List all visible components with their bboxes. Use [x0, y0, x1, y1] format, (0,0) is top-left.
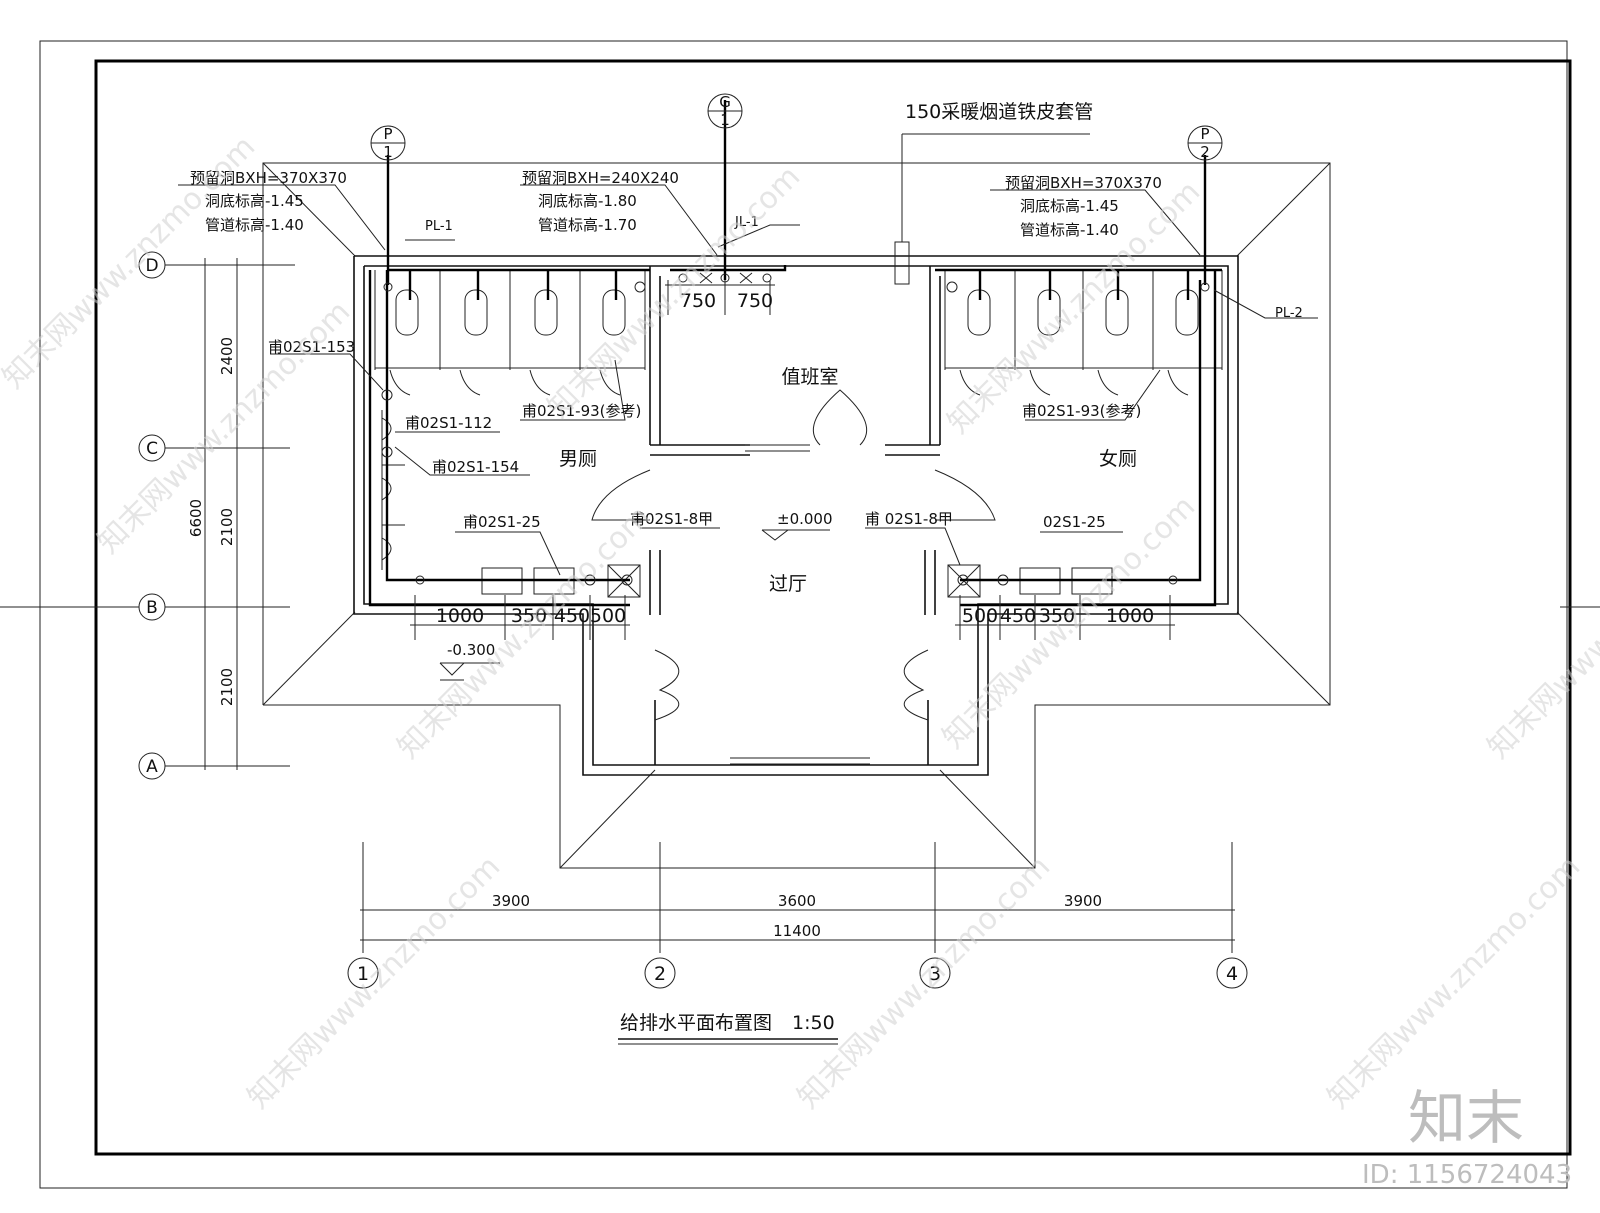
vertical-dimensions: 6600 2400 2100 2100	[187, 258, 295, 770]
ref-93-right: 甫02S1-93(参考)	[1022, 402, 1141, 420]
axis-row-b: B	[146, 598, 158, 618]
room-mens: 男厕	[559, 448, 597, 470]
axis-col-3: 3	[929, 963, 941, 985]
p2-number: 2	[1200, 143, 1210, 161]
pipe-tag-g1: G 1	[707, 93, 743, 129]
level-toilet: -0.300	[447, 641, 495, 659]
column-axes: 1 2 3 4	[347, 957, 1248, 989]
dims-right-row: 500 450 350 1000	[955, 595, 1175, 640]
opening-left-bottom: 洞底标高-1.45	[205, 192, 304, 210]
jl1-label: JL-1	[734, 215, 759, 230]
pl2-label: PL-2	[1275, 306, 1303, 321]
drawing-frame	[94, 59, 1572, 1156]
chimney-note: 150采暖烟道铁皮套管	[905, 101, 1093, 123]
mens-stalls	[374, 270, 646, 396]
watermark-7: 知末网www.znzmo.com	[241, 849, 507, 1115]
watermark-10: 知末网www.znzmo.com	[1481, 499, 1600, 765]
room-hall: 过厅	[769, 573, 807, 595]
watermark-9: 知末网www.znzmo.com	[1321, 849, 1587, 1115]
id-watermark: ID: 1156724043	[1362, 1160, 1572, 1190]
valves	[381, 272, 1210, 586]
dim-left-3: 450	[554, 605, 590, 627]
g1-number: 1	[720, 111, 730, 129]
dim-jl-right: 750	[737, 290, 773, 312]
ref-153: 甫02S1-153	[268, 338, 355, 356]
p1-letter: P	[383, 125, 392, 143]
pipe-network	[368, 100, 1222, 607]
ref-112: 甫02S1-112	[405, 414, 492, 432]
axis-row-a: A	[146, 757, 158, 777]
opening-left-pipe: 管道标高-1.40	[205, 216, 304, 234]
watermark-layer: 知末网www.znzmo.com 知末网www.znzmo.com 知末网www…	[0, 129, 1600, 1115]
dim-v-total: 6600	[187, 499, 205, 537]
door-swing-womens	[934, 469, 996, 521]
room-duty: 值班室	[781, 366, 838, 388]
dim-left-1: 1000	[436, 605, 484, 627]
roof-hip-lines	[262, 162, 356, 257]
drawing-title: 给排水平面布置图	[620, 1012, 772, 1034]
dim-v-3: 2100	[218, 668, 236, 706]
dim-h-2: 3600	[778, 892, 816, 910]
dim-right-2: 450	[1000, 605, 1036, 627]
ref-8-left: 甫02S1-8甲	[630, 510, 713, 528]
g1-letter: G	[719, 93, 731, 111]
dim-h-1: 3900	[492, 892, 530, 910]
roof-outline	[262, 162, 1331, 869]
dim-v-1: 2400	[218, 337, 236, 375]
dim-left-2: 350	[511, 605, 547, 627]
ref-25-right: 02S1-25	[1043, 513, 1106, 531]
outer-sheet-border	[39, 40, 1568, 1189]
urinals	[381, 410, 405, 570]
room-womens: 女厕	[1099, 448, 1137, 470]
opening-mid-pipe: 管道标高-1.70	[538, 216, 637, 234]
opening-right-bottom: 洞底标高-1.45	[1020, 197, 1119, 215]
brand-watermark: 知末	[1408, 1084, 1524, 1152]
p1-number: 1	[383, 143, 393, 161]
dim-h-total: 11400	[773, 922, 821, 940]
pipe-tag-p2: P 2	[1187, 125, 1223, 161]
dim-jl-left: 750	[680, 290, 716, 312]
drawing-scale: 1:50	[792, 1012, 835, 1034]
level-floor: ±0.000	[777, 510, 833, 528]
row-axes: D C B A	[0, 251, 1600, 780]
door-swing-duty	[812, 389, 868, 446]
axis-col-4: 4	[1226, 963, 1238, 985]
opening-left-size: 预留洞BXH=370X370	[190, 169, 347, 187]
dim-h-3: 3900	[1064, 892, 1102, 910]
dim-right-4: 1000	[1106, 605, 1154, 627]
pipe-tag-p1: P 1	[370, 125, 406, 161]
dim-v-2: 2100	[218, 508, 236, 546]
opening-right-pipe: 管道标高-1.40	[1020, 221, 1119, 239]
watermark-5: 知末网www.znzmo.com	[391, 499, 657, 765]
ref-154: 甫02S1-154	[432, 458, 519, 476]
opening-mid-bottom: 洞底标高-1.80	[538, 192, 637, 210]
leader-lines	[178, 184, 1318, 576]
door-swing-mens	[591, 469, 651, 521]
axis-col-2: 2	[654, 963, 666, 985]
p2-letter: P	[1200, 125, 1209, 143]
ref-25-left: 甫02S1-25	[463, 513, 541, 531]
ref-8-right: 甫 02S1-8甲	[865, 510, 953, 528]
ref-93-left: 甫02S1-93(参考)	[522, 402, 641, 420]
opening-mid-size: 预留洞BXH=240X240	[522, 169, 679, 187]
watermark-8: 知末网www.znzmo.com	[791, 849, 1057, 1115]
dims-left-row: 1000 350 450 500	[410, 595, 630, 640]
axis-row-c: C	[146, 439, 158, 459]
horizontal-dimensions: 3900 3600 3900 11400	[360, 842, 1235, 953]
dim-left-4: 500	[590, 605, 626, 627]
chimney-sleeve	[894, 241, 910, 285]
dim-right-1: 500	[962, 605, 998, 627]
dim-right-3: 350	[1039, 605, 1075, 627]
building-walls	[353, 255, 1239, 776]
opening-right-size: 预留洞BXH=370X370	[1005, 174, 1162, 192]
axis-row-d: D	[145, 256, 158, 276]
axis-col-1: 1	[357, 963, 369, 985]
pl1-label: PL-1	[425, 219, 453, 234]
